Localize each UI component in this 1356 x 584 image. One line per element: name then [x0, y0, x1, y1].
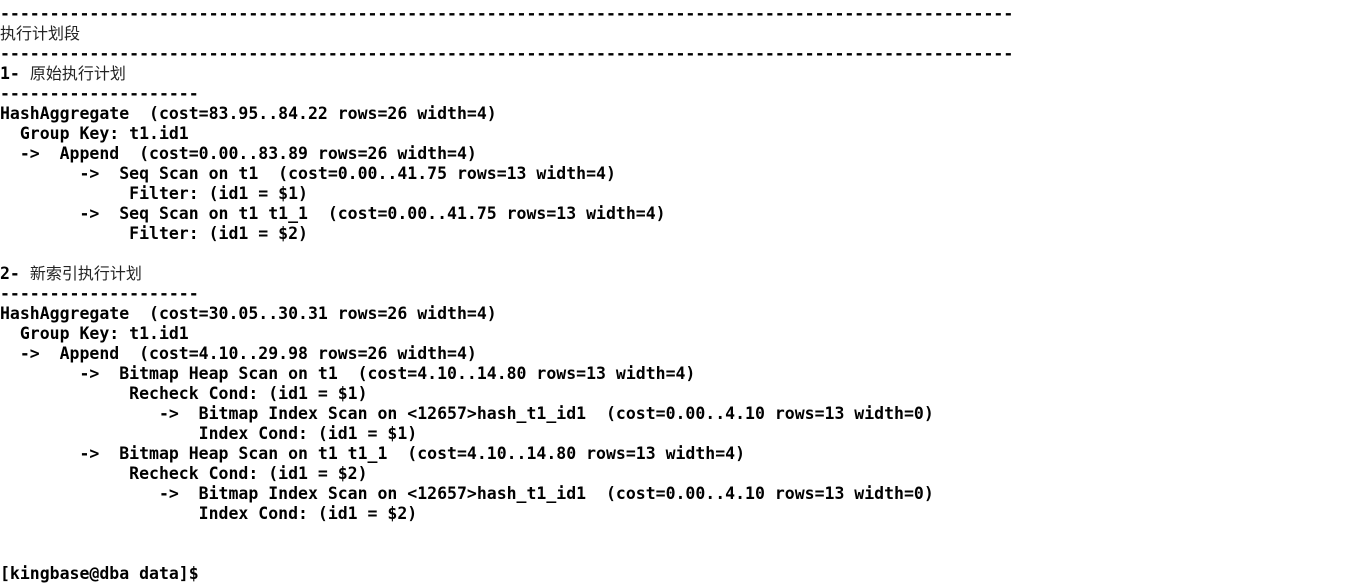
plan-row: -> Seq Scan on t1 (cost=0.00..41.75 rows… [0, 164, 616, 183]
plan-row: -> Bitmap Heap Scan on t1 (cost=4.10..14… [0, 364, 696, 383]
plan-2-heading-text: 新索引执行计划 [29, 264, 142, 283]
separator-line-top: ----------------------------------------… [0, 4, 1014, 23]
plan-row: Filter: (id1 = $2) [0, 224, 308, 243]
plan-row: Filter: (id1 = $1) [0, 184, 308, 203]
plan-row: HashAggregate (cost=30.05..30.31 rows=26… [0, 304, 497, 323]
plan-row: HashAggregate (cost=83.95..84.22 rows=26… [0, 104, 497, 123]
plan-2-heading: 2- 新索引执行计划 [0, 264, 1356, 284]
plan-row: Group Key: t1.id1 [0, 124, 189, 143]
separator-line-short-1: -------------------- [0, 84, 199, 103]
plan-row: Group Key: t1.id1 [0, 324, 189, 343]
separator-line-under-title: ----------------------------------------… [0, 44, 1014, 63]
plan-row: Index Cond: (id1 = $2) [0, 504, 418, 523]
plan-row: -> Append (cost=4.10..29.98 rows=26 widt… [0, 344, 477, 363]
plan-1-heading-text: 原始执行计划 [29, 64, 126, 83]
blank-line [0, 524, 1356, 544]
plan-row: Index Cond: (id1 = $1) [0, 424, 418, 443]
plan-row: -> Bitmap Index Scan on <12657>hash_t1_i… [0, 404, 934, 423]
plan-1-heading-number: 1- [0, 64, 30, 83]
plan-row: -> Bitmap Heap Scan on t1 t1_1 (cost=4.1… [0, 444, 746, 463]
plan-2-heading-number: 2- [0, 264, 30, 283]
plan-row: -> Append (cost=0.00..83.89 rows=26 widt… [0, 144, 477, 163]
plan-1-heading: 1- 原始执行计划 [0, 64, 1356, 84]
plan-row: -> Seq Scan on t1 t1_1 (cost=0.00..41.75… [0, 204, 666, 223]
blank-line [0, 244, 1356, 264]
separator-line-short-2: -------------------- [0, 284, 199, 303]
section-title: 执行计划段 [0, 24, 81, 43]
blank-line [0, 544, 1356, 564]
plan-row: -> Bitmap Index Scan on <12657>hash_t1_i… [0, 484, 934, 503]
plan-row: Recheck Cond: (id1 = $1) [0, 384, 368, 403]
shell-prompt[interactable]: [kingbase@dba data]$ [0, 564, 199, 583]
plan-row: Recheck Cond: (id1 = $2) [0, 464, 368, 483]
